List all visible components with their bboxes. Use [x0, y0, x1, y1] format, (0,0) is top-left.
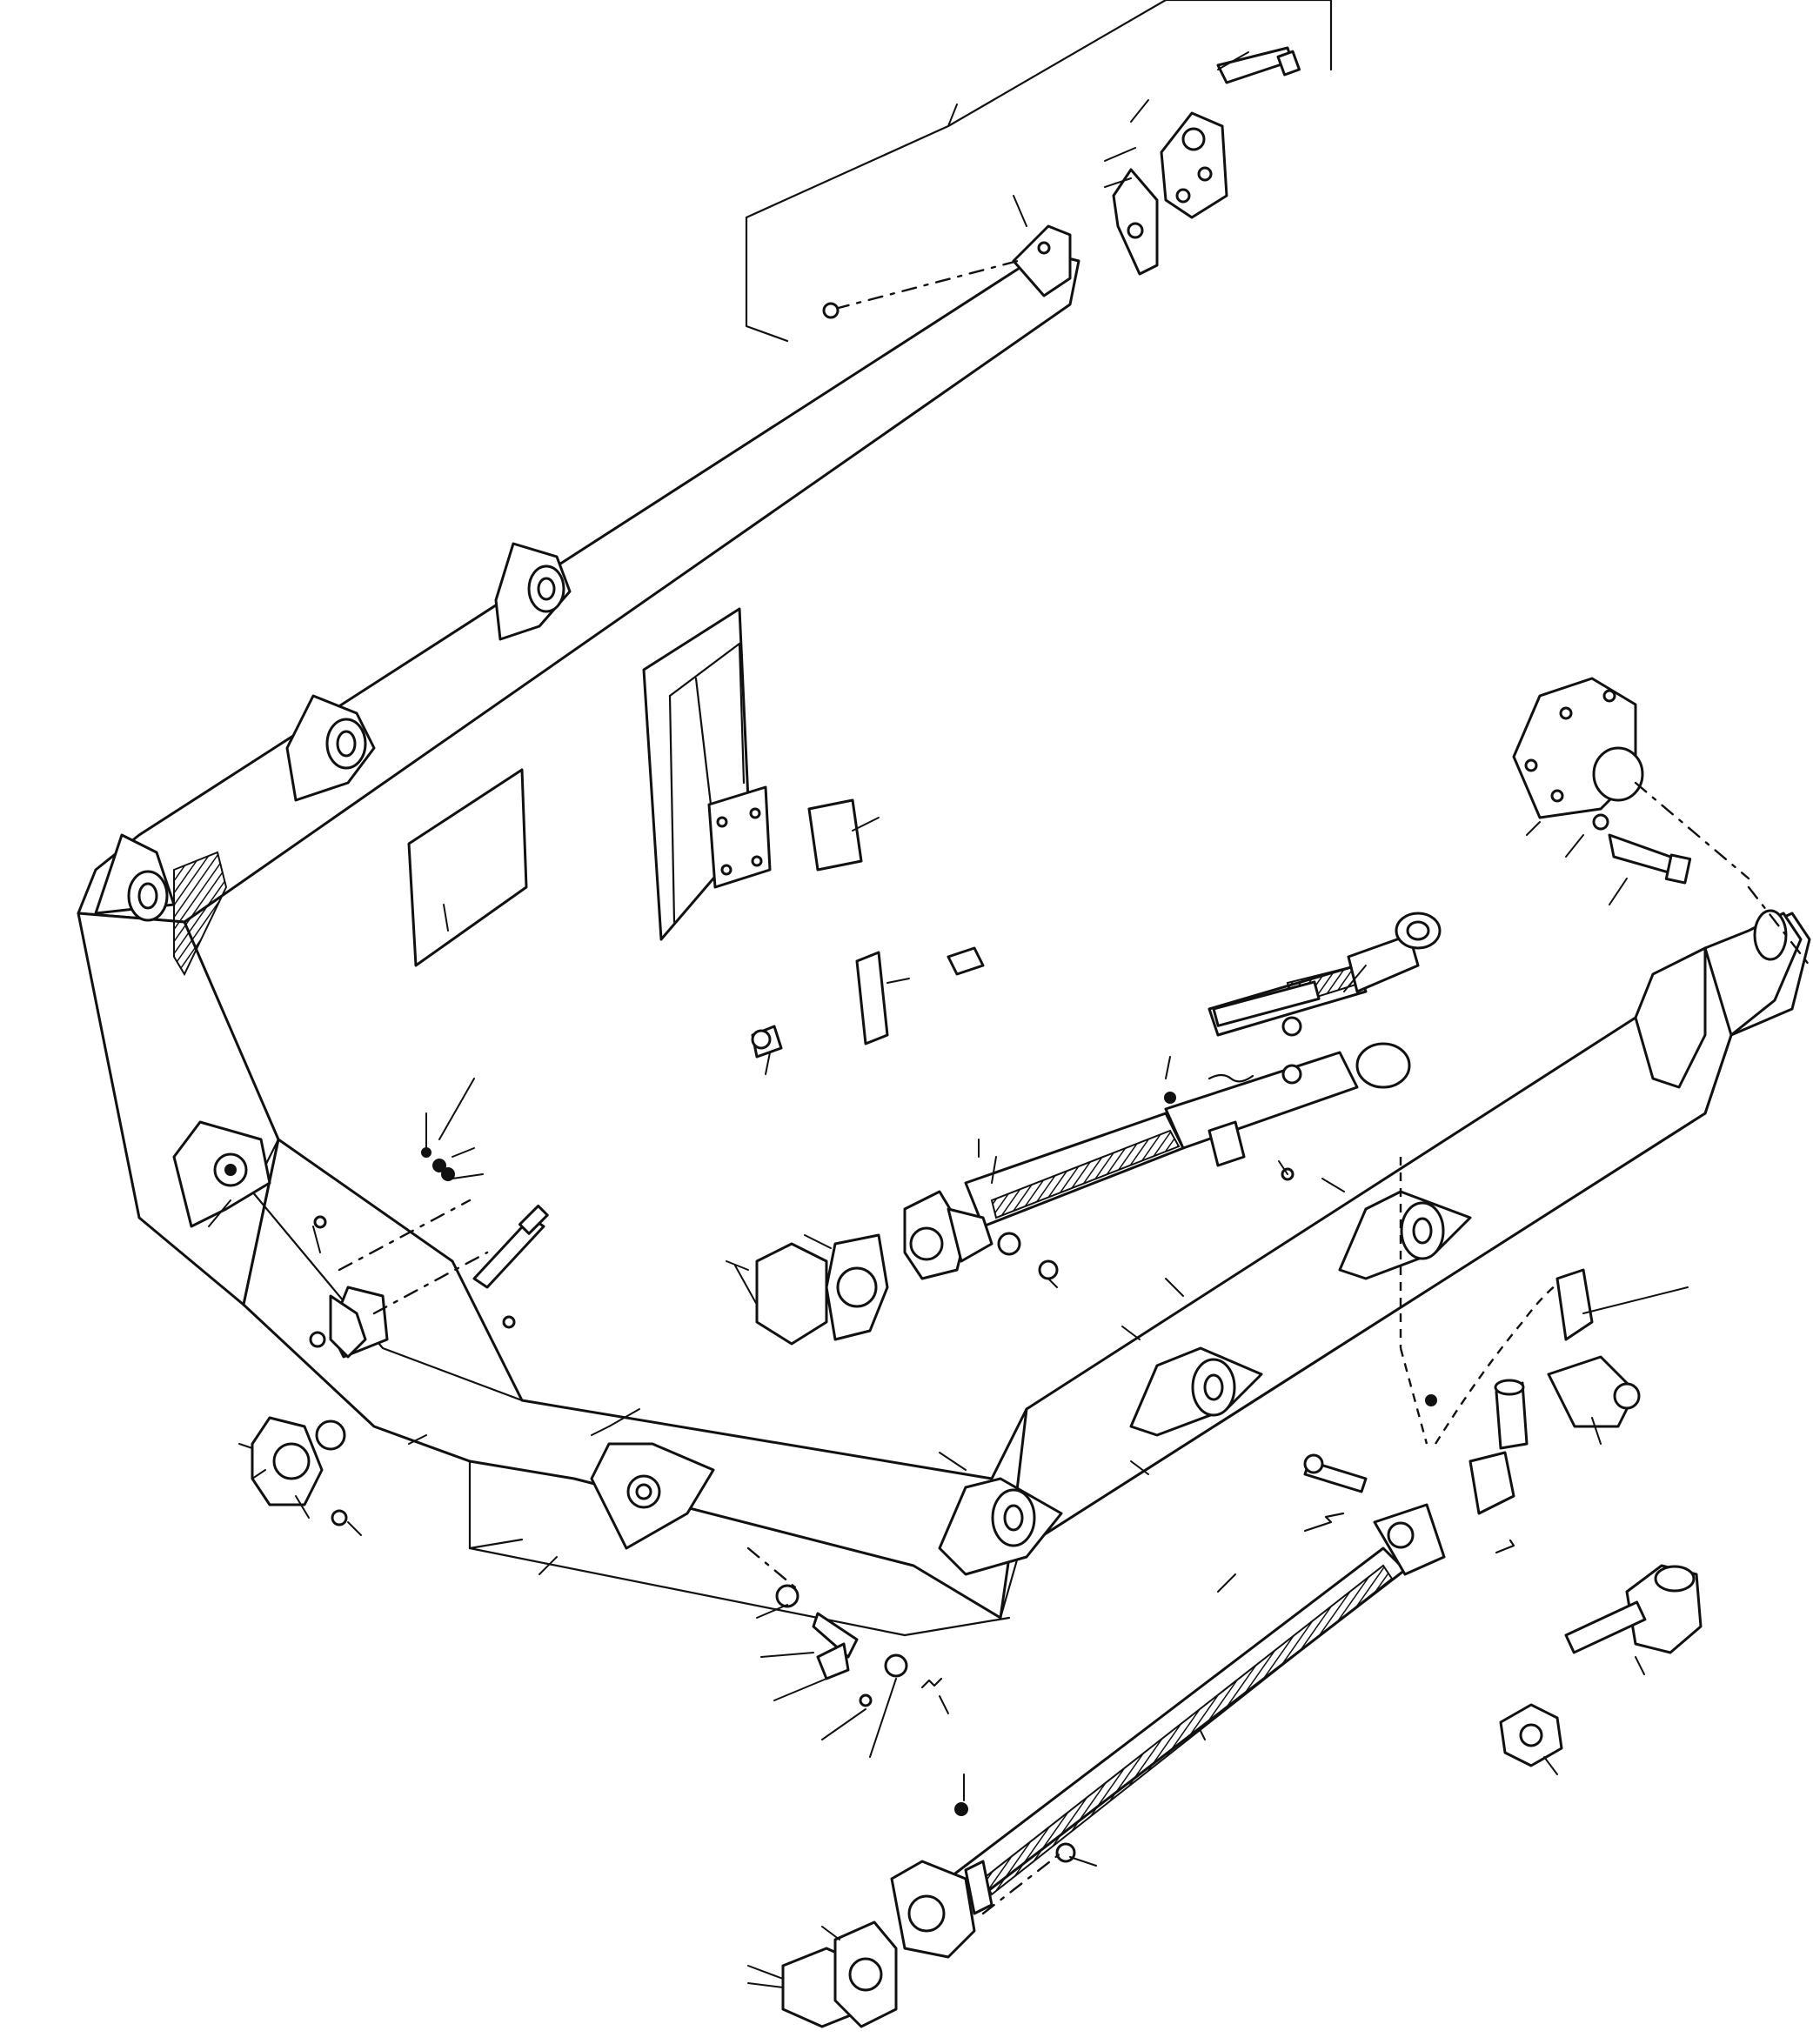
bracket-upper-2 [494, 542, 572, 641]
center-small-parts [751, 798, 985, 1075]
lower-cylinder [890, 1503, 1446, 1959]
bracket-top-left [94, 833, 176, 922]
frame-brackets [94, 542, 1472, 1576]
bracket-right-mid [1129, 1346, 1263, 1437]
center-flange-plates [726, 1233, 889, 1346]
center-cylinder [903, 1016, 1411, 1288]
flange-housing [1512, 677, 1750, 905]
left-front-flange [238, 1416, 348, 1526]
top-clamp-assembly [822, 46, 1301, 319]
lower-right-yoke [1499, 1564, 1703, 1775]
front-hardware [746, 1546, 949, 1758]
bracket-front-right [938, 1477, 1063, 1576]
right-hardware [1303, 1157, 1689, 1554]
bracket-right-upper [1338, 1190, 1472, 1280]
bottom-flange-plates [747, 1920, 898, 2028]
bracket-front-center [590, 1442, 715, 1550]
top-assembly-bracket [745, 0, 1333, 343]
bracket-left-side [172, 1120, 271, 1228]
bracket-upper-1 [285, 694, 376, 802]
leader-lines [208, 904, 1345, 1593]
upper-link-cylinder [1208, 912, 1442, 1037]
left-hardware [309, 1078, 549, 1359]
